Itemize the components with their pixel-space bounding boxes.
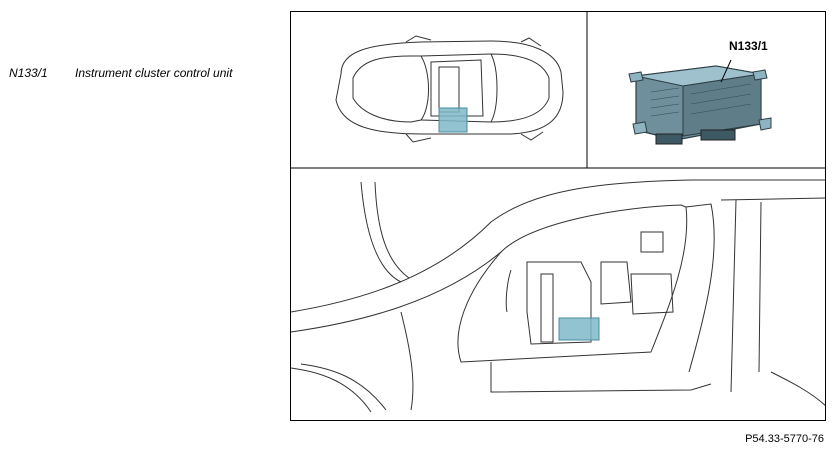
figure-code: P54.33-5770-76: [745, 433, 824, 445]
control-unit-location-marker-interior: [558, 317, 600, 341]
vehicle-interior-view: [291, 179, 825, 413]
figure-drawing: N133/1: [291, 12, 825, 413]
control-unit-location-marker-top: [438, 107, 468, 133]
control-unit-detail: [628, 59, 772, 145]
callout-label: N133/1: [729, 39, 768, 53]
legend-code: N133/1: [9, 66, 48, 80]
legend-description: Instrument cluster control unit: [75, 66, 233, 80]
figure-frame: N133/1: [290, 11, 826, 421]
